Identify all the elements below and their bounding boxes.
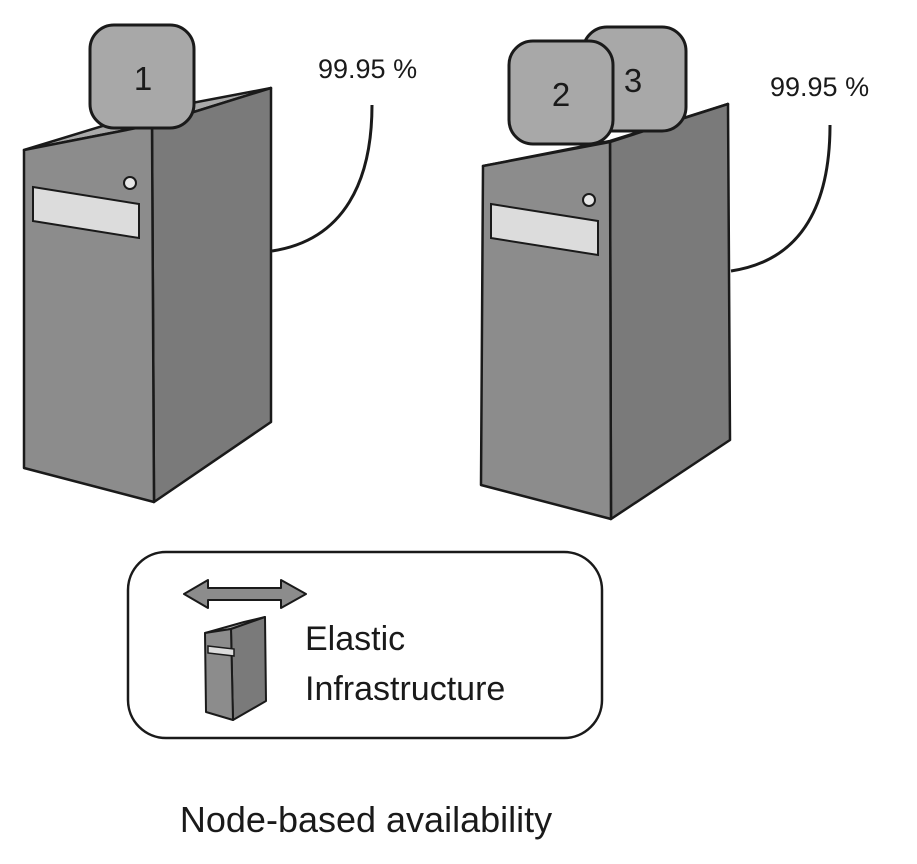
double-arrow-icon <box>183 579 307 609</box>
power-button-icon <box>582 193 596 207</box>
legend-label-line2: Infrastructure <box>305 670 505 708</box>
server-left <box>22 86 374 504</box>
server-left-side <box>150 86 273 504</box>
instance-box-2: 2 <box>507 39 615 146</box>
instance-label-1: 1 <box>134 60 152 97</box>
server-right <box>479 102 832 521</box>
server-right-drive-bay <box>490 202 599 257</box>
server-left-availability-line <box>271 104 374 253</box>
server-left-drive-bay <box>32 185 140 240</box>
diagram-caption: Node-based availability <box>180 799 552 840</box>
power-button-icon <box>123 176 137 190</box>
legend-box: Elastic Infrastructure <box>126 550 604 740</box>
server-left-availability: 99.95 % <box>318 54 417 84</box>
server-tower-icon <box>204 616 267 721</box>
legend-label-line1: Elastic <box>305 620 405 658</box>
server-right-side <box>608 102 732 521</box>
instance-box-1: 1 <box>88 23 196 130</box>
server-right-availability-line <box>730 124 832 273</box>
instance-label-2: 2 <box>552 76 570 113</box>
server-right-availability: 99.95 % <box>770 72 869 102</box>
instance-label-3: 3 <box>624 62 642 99</box>
